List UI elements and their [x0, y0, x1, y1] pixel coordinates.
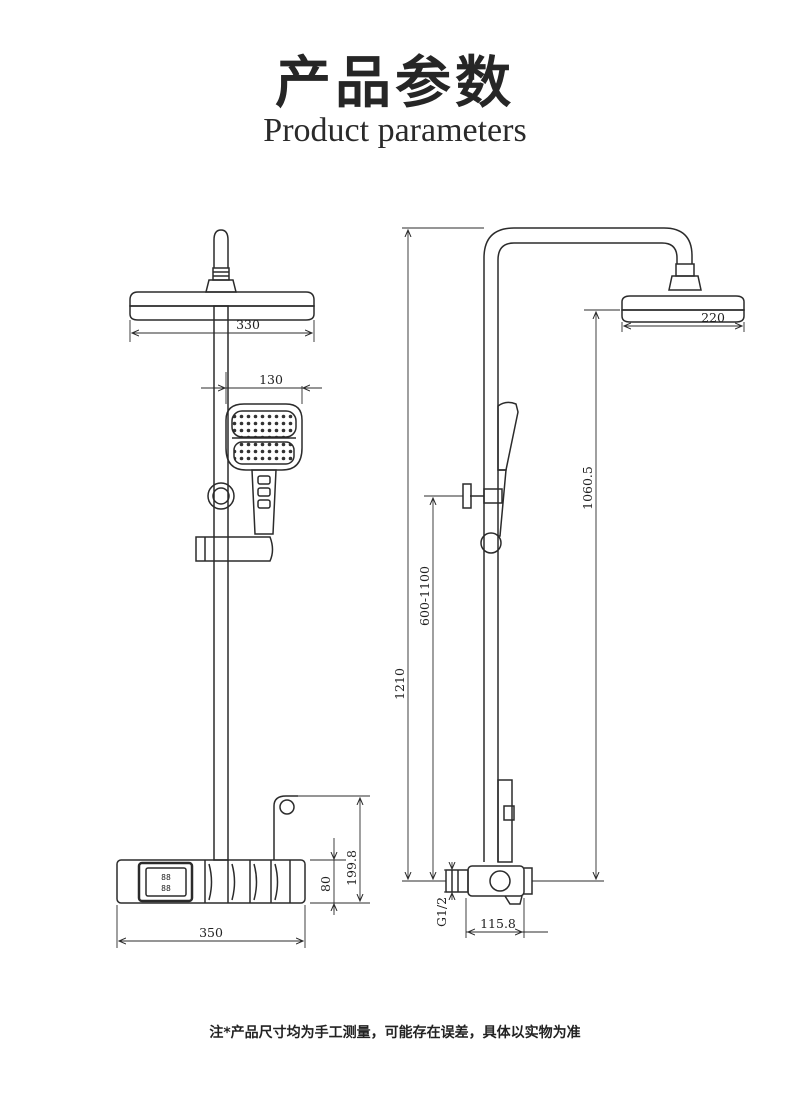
dim-total-height: 1210	[392, 668, 407, 700]
dim-panel-height: 80	[318, 876, 333, 892]
page-title-en: Product parameters	[263, 112, 527, 149]
side-view	[445, 227, 745, 905]
dim-handheld-width: 130	[259, 372, 283, 387]
dim-arm-height: 1060.5	[580, 466, 595, 510]
footer-note: 注*产品尺寸均为手工测量，可能存在误差，具体以实物为准	[209, 1025, 581, 1041]
side-handheld	[497, 401, 519, 471]
slider-clamp	[195, 536, 274, 562]
overhead-shower-head	[129, 291, 315, 307]
wall-valve	[445, 865, 533, 905]
dim-thread-size: G1/2	[434, 897, 449, 927]
front-view	[116, 229, 315, 904]
dim-panel-outlet-height: 199.8	[344, 850, 359, 886]
dim-side-head-width: 220	[701, 310, 725, 325]
side-riser	[483, 227, 693, 862]
spout	[273, 795, 298, 860]
page-title-cn: 产品参数	[275, 51, 515, 116]
top-hook	[213, 229, 229, 268]
display-bottom-readout: 88	[161, 884, 171, 893]
dim-panel-width: 350	[199, 925, 223, 940]
display-screen	[137, 861, 194, 903]
dim-wall-depth: 115.8	[480, 916, 516, 931]
handheld-shower	[225, 403, 303, 471]
dim-adjustable-range: 600-1100	[417, 566, 432, 626]
dim-top-shower-width: 330	[236, 317, 260, 332]
display-top-readout: 88	[161, 873, 171, 882]
side-shower-head	[621, 295, 745, 311]
handheld-handle	[251, 469, 277, 535]
control-panel	[116, 859, 306, 904]
